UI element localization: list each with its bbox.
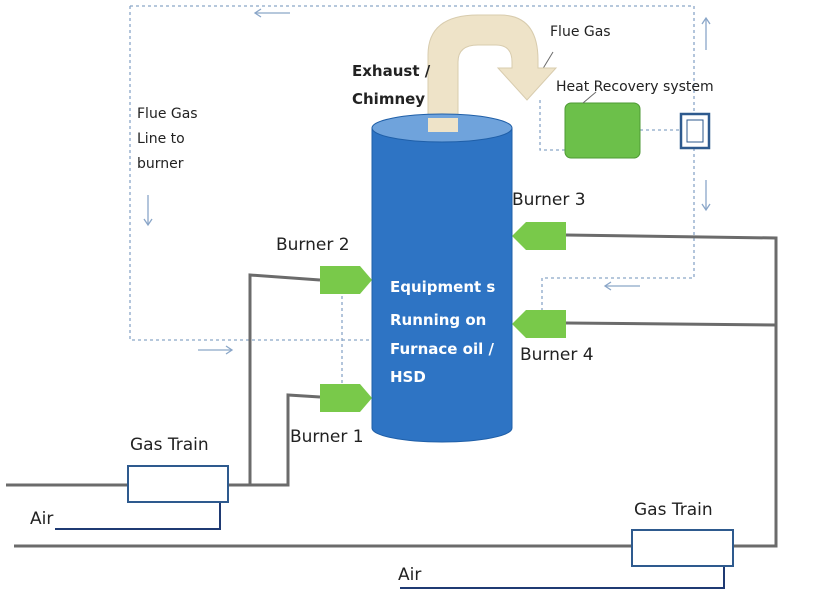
equipment-label-3: Furnace oil / — [390, 340, 494, 358]
heat-recovery-leader-line — [582, 91, 597, 104]
burner-3-label: Burner 3 — [512, 190, 586, 210]
burner-2-icon — [320, 266, 372, 294]
equipment-label-2: Running on — [390, 311, 486, 329]
left-gas-piping — [6, 273, 321, 487]
flow-arrows — [143, 8, 711, 355]
right-air-line — [400, 566, 725, 589]
burner-4-icon — [512, 310, 566, 338]
air-right-label: Air — [398, 565, 421, 585]
burner-1-label: Burner 1 — [290, 427, 364, 447]
furnace-vessel — [371, 113, 513, 443]
equipment-label-1: Equipment s — [390, 278, 495, 296]
gas-train-right — [631, 529, 734, 567]
flue-gas-line-label-3: burner — [137, 156, 184, 172]
gas-train-left-label: Gas Train — [130, 435, 209, 455]
heat-recovery-unit — [564, 102, 641, 159]
flue-gas-line-label-1: Flue Gas — [137, 106, 198, 122]
gas-train-right-label: Gas Train — [634, 500, 713, 520]
exhaust-duct — [427, 14, 558, 136]
heat-recovery-panel — [679, 112, 711, 150]
gas-train-left — [127, 465, 229, 503]
air-left-label: Air — [30, 509, 53, 529]
burner-1-icon — [320, 384, 372, 412]
right-gas-piping — [14, 233, 778, 548]
burner-4-label: Burner 4 — [520, 345, 594, 365]
burner-2-label: Burner 2 — [276, 235, 350, 255]
equipment-label-4: HSD — [390, 368, 426, 386]
exhaust-label-line1: Exhaust / — [352, 62, 431, 80]
exhaust-label-line2: Chimney — [352, 90, 425, 108]
left-air-line — [55, 501, 221, 530]
flue-gas-top-label: Flue Gas — [550, 24, 611, 40]
burner-3-icon — [512, 222, 566, 250]
flue-gas-line-label-2: Line to — [137, 131, 185, 147]
heat-recovery-label: Heat Recovery system — [556, 79, 714, 95]
